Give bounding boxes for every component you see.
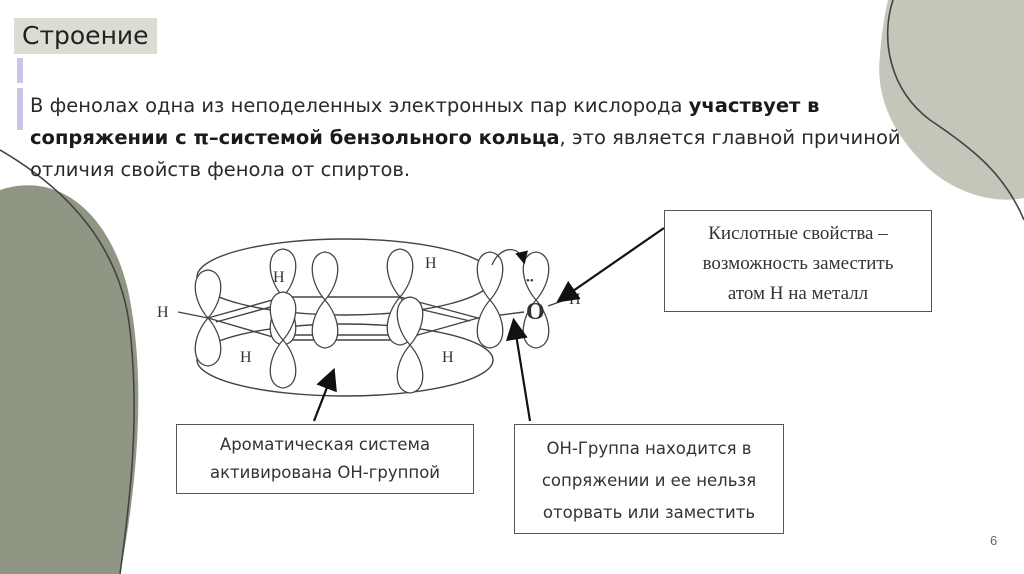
arrow-aromatic: [312, 367, 337, 422]
p-orbital: [269, 291, 297, 389]
pi-cloud: [196, 238, 494, 397]
top-right-blob: [879, 0, 1024, 200]
acid-line-3: атом Н на металл: [727, 283, 869, 304]
accent-bar-top: [17, 58, 23, 83]
oh-line-2: сопряжении и ее нельзя: [541, 471, 757, 490]
oh-line-1: ОН-Группа находится в: [546, 439, 752, 458]
bond-c-h-left: [177, 311, 209, 319]
page-number: 6: [990, 533, 998, 548]
bond-o-h: [547, 298, 569, 307]
paragraph-bold: участвует в сопряжении с π–системой бенз…: [30, 94, 820, 149]
pi-cloud-upper: [196, 238, 494, 316]
arom-line-1: Ароматическая система: [219, 435, 431, 454]
pi-cloud-lower: [196, 323, 494, 397]
accent-bar-bottom: [17, 88, 23, 130]
arom-line-2: активирована ОН-группой: [209, 463, 441, 482]
paragraph-part2: , это является главной причиной отличия …: [30, 126, 901, 181]
p-orbitals: [194, 248, 550, 394]
atom-oxygen: O: [526, 299, 545, 325]
slide-title: Строение: [14, 18, 157, 54]
lone-pair-dots: ••: [526, 275, 534, 287]
acid-line-1: Кислотные свойства –: [708, 223, 888, 244]
annotation-arrows: [312, 227, 665, 422]
left-outline: [0, 149, 135, 574]
arrow-acid: [556, 227, 665, 303]
oh-line-3: оторвать или заместить: [542, 503, 756, 522]
p-orbital: [396, 296, 424, 394]
atom-h-top1: H: [273, 269, 285, 286]
atom-h-bottom1: H: [240, 349, 252, 366]
atom-h-bottom2: H: [442, 349, 454, 366]
atom-h-left: H: [157, 304, 169, 321]
left-blob: [0, 185, 139, 574]
top-right-outline: [886, 0, 1024, 221]
arrow-oh: [505, 317, 532, 422]
acid-line-2: возможность заместить: [702, 253, 894, 274]
label-acidic-properties: Кислотные свойства – возможность замести…: [664, 210, 932, 312]
atom-labels: H H H H H H •• O: [157, 255, 581, 366]
atom-h-top2: H: [425, 255, 437, 272]
conjugation-curve: [491, 248, 528, 266]
p-orbital: [194, 269, 222, 367]
label-oh-group: ОН-Группа находится в сопряжении и ее не…: [514, 424, 784, 534]
body-paragraph: В фенолах одна из неподеленных электронн…: [30, 90, 960, 186]
paragraph-part1: В фенолах одна из неподеленных электронн…: [30, 94, 689, 117]
p-orbital: [311, 251, 339, 349]
p-orbital: [476, 251, 504, 349]
label-aromatic-system: Ароматическая система активирована ОН-гр…: [176, 424, 474, 494]
